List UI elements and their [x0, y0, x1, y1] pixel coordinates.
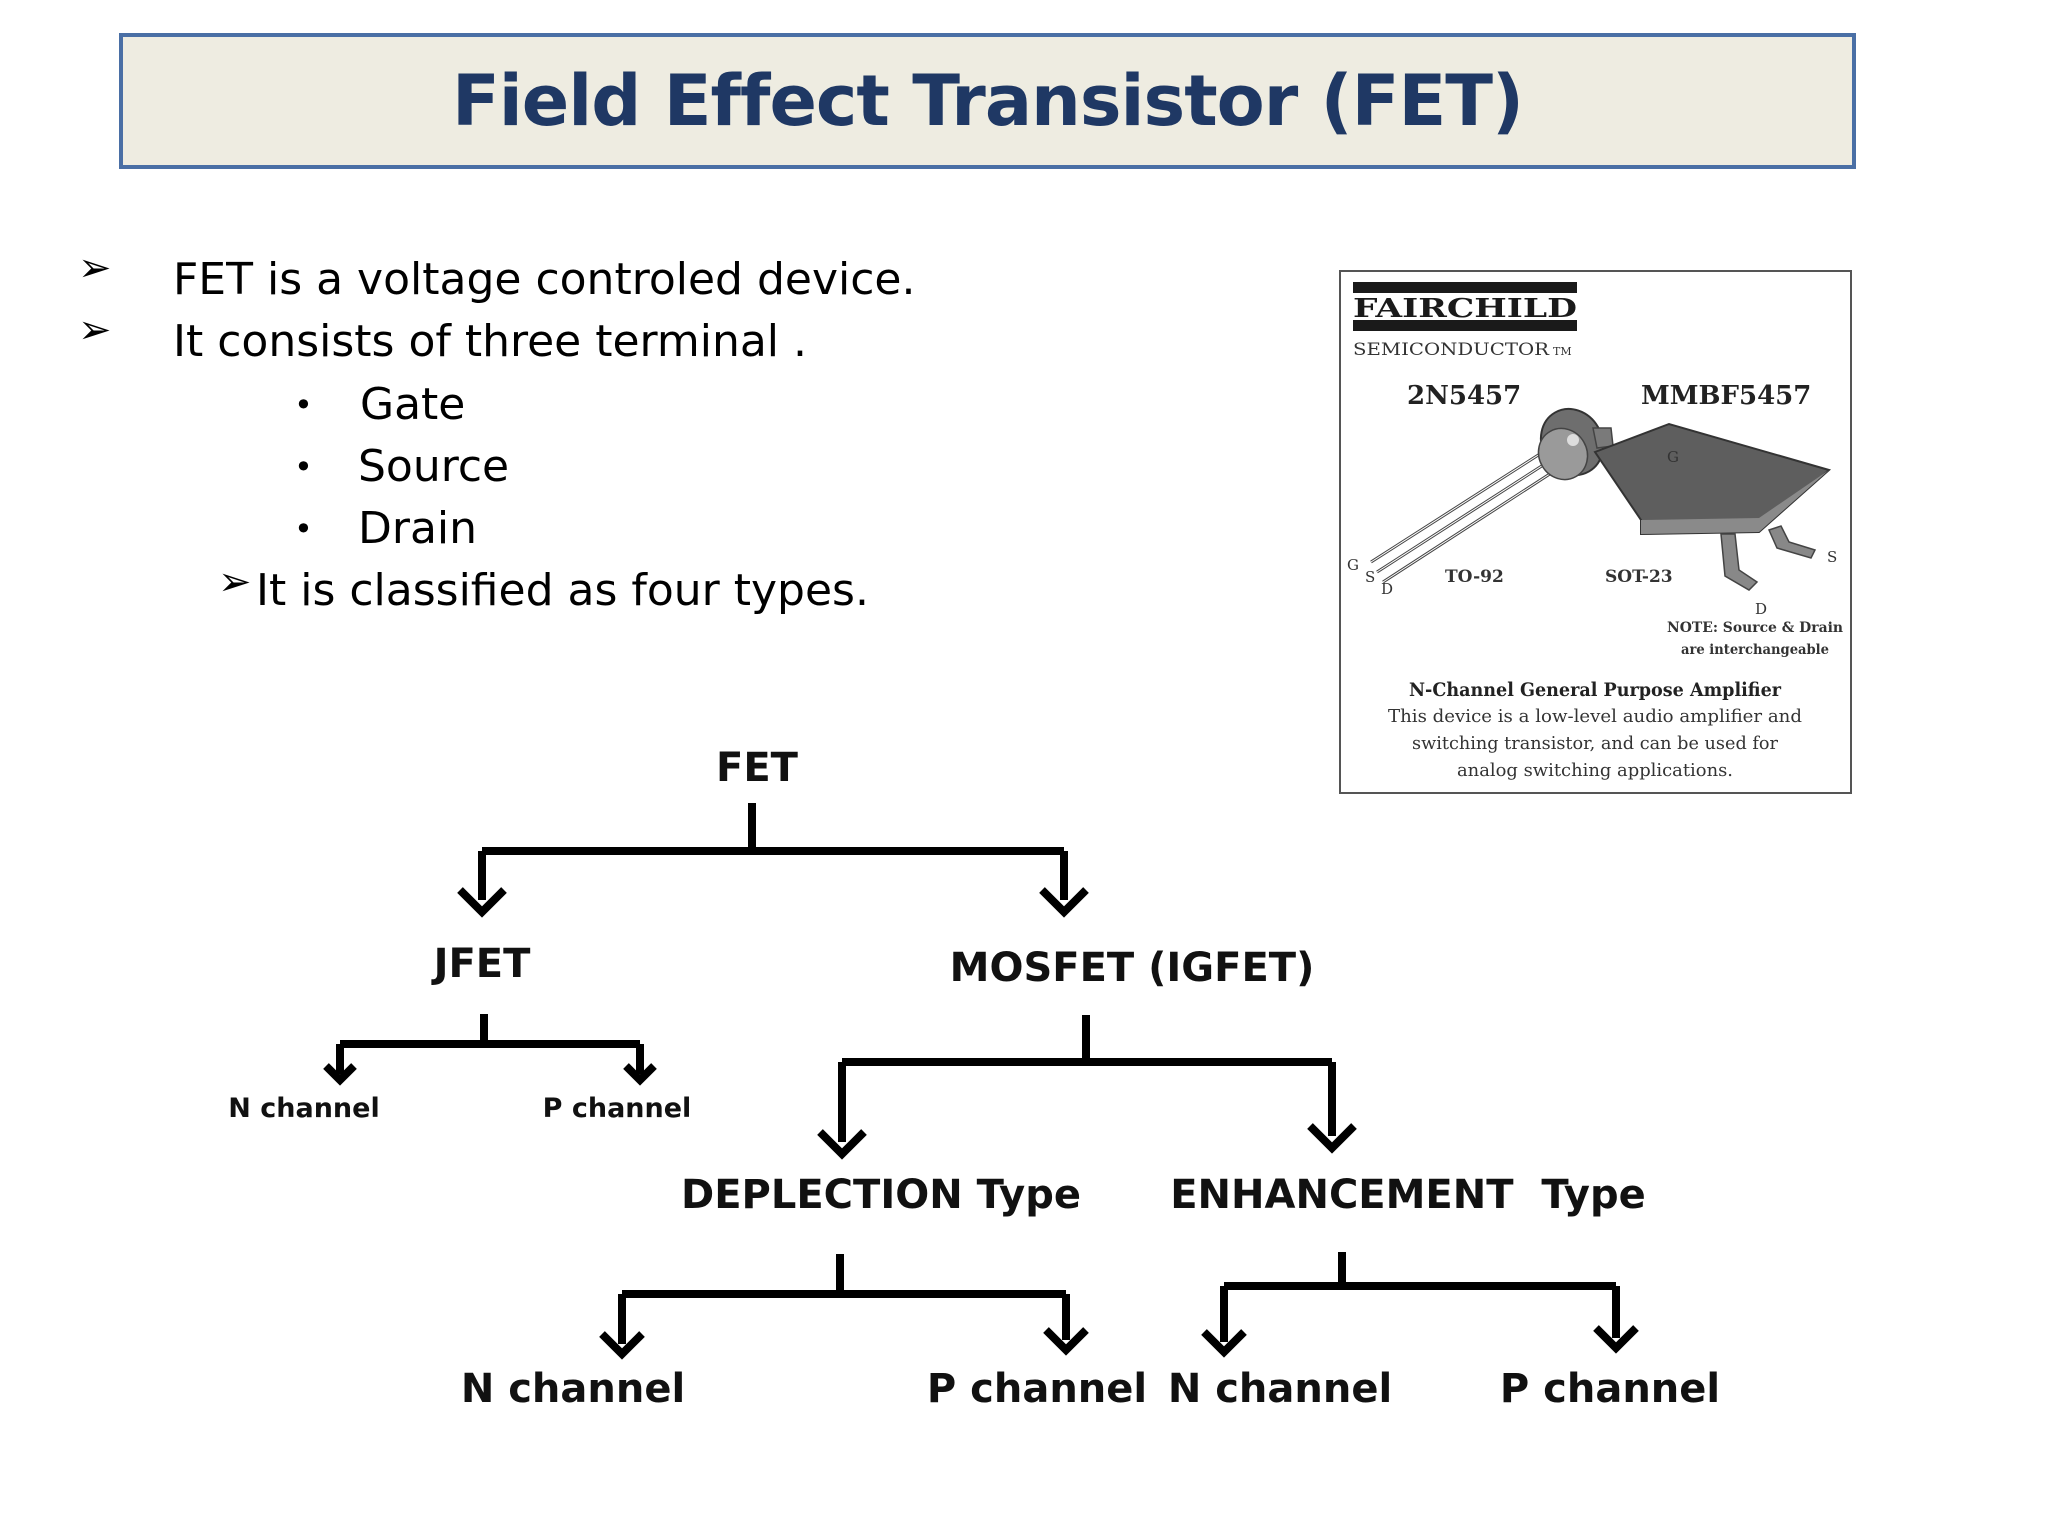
arrowhead-icon	[817, 1129, 867, 1160]
to92-pin-g: G	[1347, 556, 1359, 574]
sot23-pin-d: D	[1755, 600, 1767, 618]
description-title: N-Channel General Purpose Amplifier	[1409, 679, 1782, 701]
trademark-mark: TM	[1553, 345, 1572, 358]
arrowhead-icon	[1039, 887, 1089, 918]
arrow-bullet-icon: ➢	[78, 307, 112, 353]
node-enhancement-n-channel: N channel	[1168, 1366, 1392, 1412]
dot-bullet-icon: •	[294, 386, 313, 424]
arrowhead-icon	[1307, 1123, 1357, 1154]
arrowhead-icon	[1593, 1325, 1639, 1354]
arrow-bullet-icon: ➢	[78, 245, 112, 291]
sot23-pin-g: G	[1667, 448, 1679, 466]
arrowhead-icon	[1043, 1327, 1089, 1356]
slide-title: Field Effect Transistor (FET)	[451, 60, 1524, 142]
terminal-source: Source	[358, 441, 510, 492]
brand-logo-text: FAIRCHILD	[1353, 294, 1577, 324]
sot23-pin-s: S	[1827, 548, 1837, 566]
note-line-2: are interchangeable	[1681, 642, 1829, 658]
package-label-sot23: SOT-23	[1605, 567, 1673, 587]
arrowhead-icon	[457, 887, 507, 918]
datasheet-image: FAIRCHILD SEMICONDUCTOR TM 2N5457 MMBF54…	[1339, 270, 1852, 794]
node-jfet-n-channel: N channel	[228, 1093, 379, 1124]
brand-subtitle: SEMICONDUCTOR	[1353, 340, 1550, 360]
bullet-three-terminal: It consists of three terminal .	[173, 316, 808, 367]
dot-bullet-icon: •	[294, 510, 313, 548]
node-fet: FET	[716, 745, 799, 791]
part-number-mmbf5457: MMBF5457	[1641, 381, 1811, 411]
node-mosfet: MOSFET (IGFET)	[950, 945, 1315, 991]
arrowhead-icon	[623, 1063, 657, 1086]
title-box: Field Effect Transistor (FET)	[119, 33, 1856, 169]
logo-bar-top	[1353, 282, 1577, 293]
note-line-1: NOTE: Source & Drain	[1667, 620, 1843, 636]
datasheet-illustration: FAIRCHILD SEMICONDUCTOR TM 2N5457 MMBF54…	[1347, 282, 1843, 781]
node-depletion-n-channel: N channel	[461, 1366, 685, 1412]
sot23-package-icon	[1592, 422, 1832, 591]
terminal-gate: Gate	[360, 379, 466, 430]
connector-line	[838, 1015, 1336, 1142]
node-jfet: JFET	[431, 941, 532, 987]
bullet-four-types: It is classified as four types.	[256, 565, 869, 616]
node-enhancement-type: ENHANCEMENT Type	[1170, 1172, 1646, 1218]
dot-bullet-icon: •	[294, 448, 313, 486]
connector-line	[478, 803, 1068, 900]
arrow-bullet-icon: ➢	[218, 559, 252, 605]
bullet-voltage-controlled: FET is a voltage controled device.	[173, 254, 916, 305]
package-label-to92: TO-92	[1445, 567, 1504, 587]
to92-pin-s: S	[1365, 568, 1375, 586]
node-depletion-p-channel: P channel	[927, 1366, 1147, 1412]
node-depletion-type: DEPLECTION Type	[681, 1172, 1081, 1218]
arrowhead-icon	[323, 1063, 357, 1086]
node-jfet-p-channel: P channel	[543, 1093, 692, 1124]
arrowhead-icon	[599, 1331, 645, 1360]
node-enhancement-p-channel: P channel	[1500, 1366, 1720, 1412]
description-line-3: analog switching applications.	[1457, 760, 1733, 781]
description-line-1: This device is a low-level audio amplifi…	[1388, 706, 1802, 727]
connector-line	[1220, 1252, 1620, 1342]
to92-pin-d: D	[1381, 580, 1393, 598]
to92-package-icon	[1370, 407, 1605, 584]
terminal-drain: Drain	[358, 503, 478, 554]
logo-bar-bottom	[1353, 320, 1577, 331]
connector-line	[618, 1254, 1070, 1344]
connector-line	[336, 1014, 644, 1074]
part-number-2n5457: 2N5457	[1407, 381, 1521, 411]
description-line-2: switching transistor, and can be used fo…	[1412, 733, 1778, 754]
arrowhead-icon	[1201, 1329, 1247, 1358]
